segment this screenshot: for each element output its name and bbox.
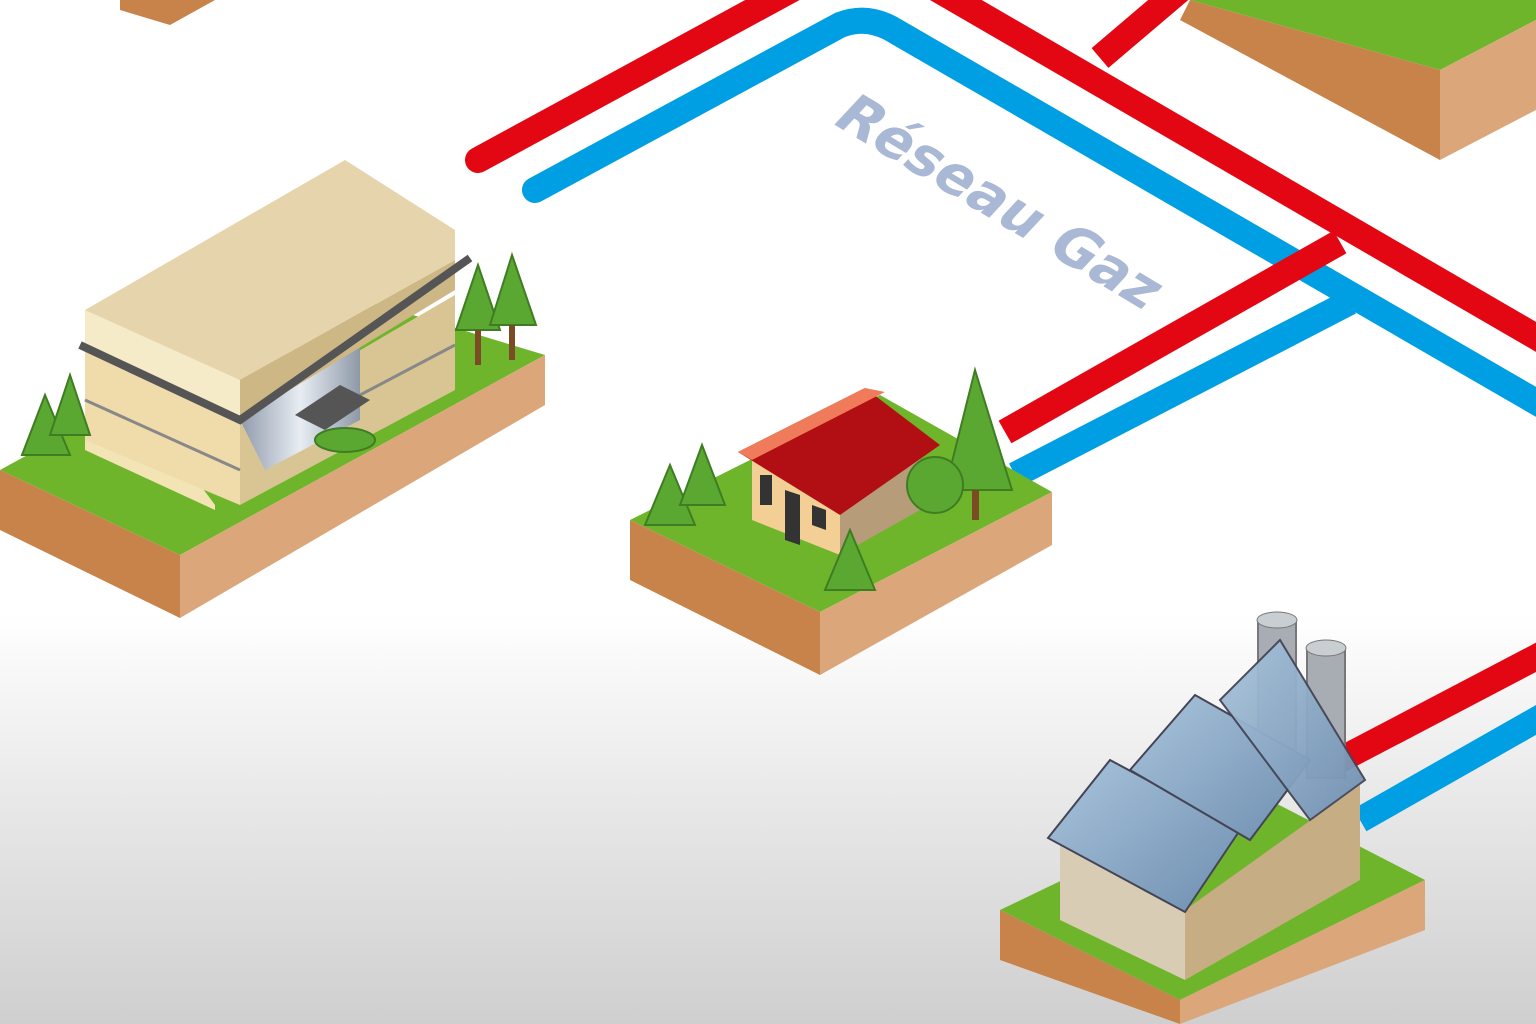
red-pipe-factory [1333, 642, 1536, 772]
red-pipe-house [998, 230, 1347, 444]
red-pipe-branch-top [1091, 0, 1189, 68]
red-pipe-main [465, 0, 800, 173]
tile-partial-top-right [1180, 0, 1536, 160]
office-building [0, 160, 545, 618]
blue-pipe-main [522, 7, 1536, 417]
trees-house [643, 366, 1014, 591]
trees-office [20, 251, 538, 456]
house [630, 388, 1052, 675]
blue-pipe-factory [1353, 705, 1536, 832]
factory [1000, 611, 1425, 1024]
red-pipe-right [929, 0, 1536, 352]
tile-partial-top-left [120, 0, 215, 25]
blue-pipe-house [1009, 290, 1356, 487]
pipes [465, 0, 1536, 832]
network-label: Réseau Gaz [820, 84, 1179, 321]
